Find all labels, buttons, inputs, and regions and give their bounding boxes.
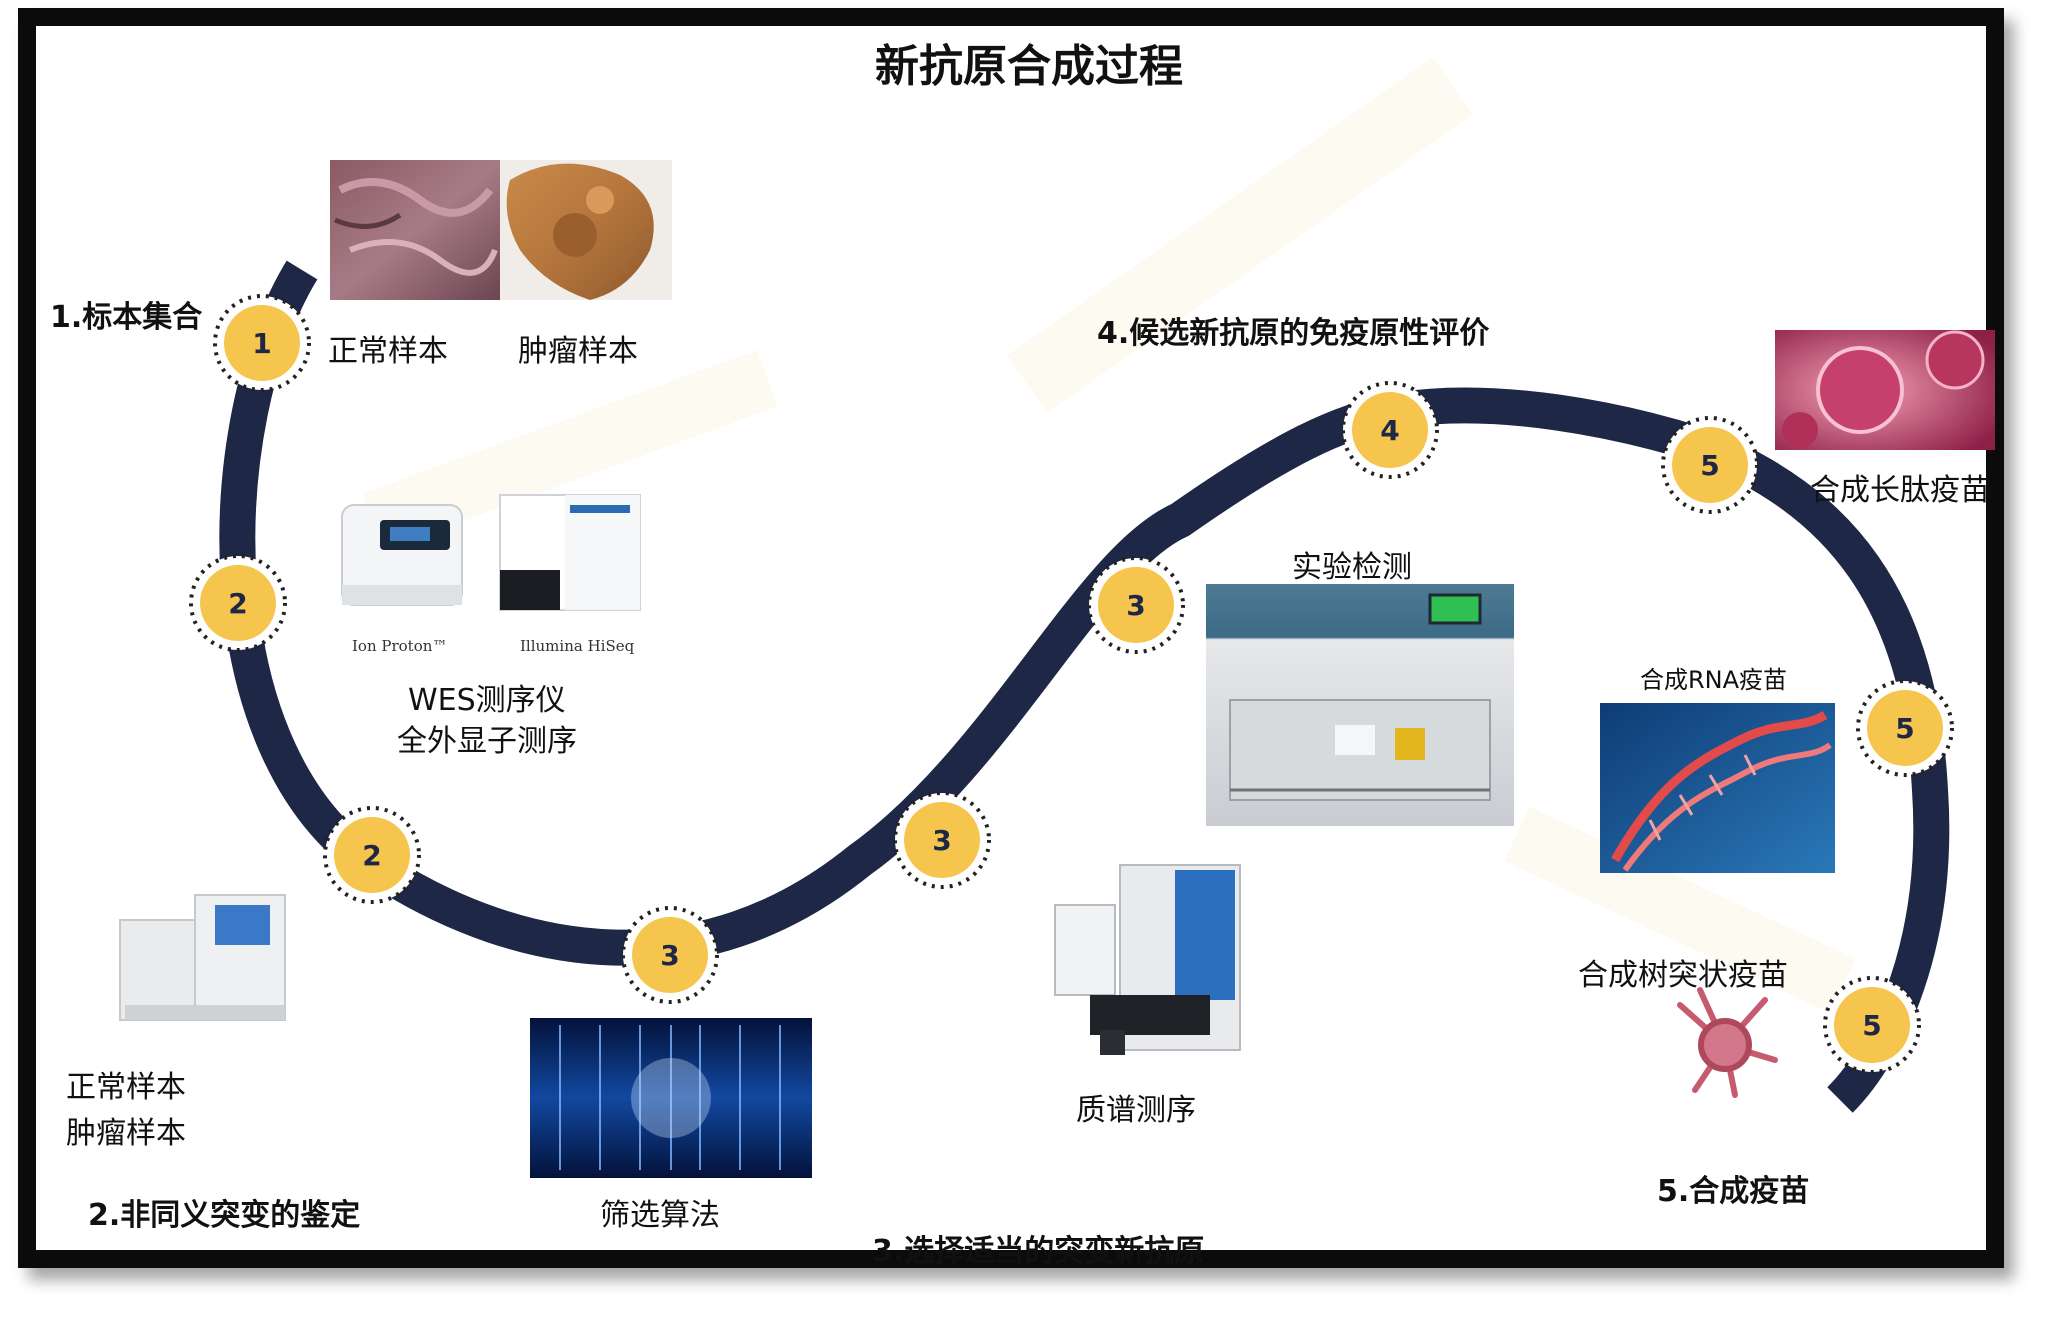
- marker-number: 2: [228, 587, 247, 620]
- illumina-hiseq-image: [499, 494, 641, 611]
- marker-number: 4: [1380, 414, 1399, 447]
- normal-tissue-image: [330, 160, 500, 300]
- marker-number: 3: [660, 939, 679, 972]
- step-marker-5: 3: [893, 791, 991, 889]
- long-peptide-vaccine-label: 合成长肽疫苗: [1810, 473, 1990, 508]
- screening-algorithm-image: [530, 1018, 812, 1178]
- dendritic-cell-image: [1677, 987, 1778, 1098]
- marker-number: 2: [362, 839, 381, 872]
- diagram-title: 新抗原合成过程: [875, 41, 1183, 92]
- lab-test-label: 实验检测: [1292, 550, 1412, 585]
- step-marker-1: 1: [213, 294, 311, 392]
- tumor-tissue-image: [500, 160, 672, 300]
- step-5-label: 5.合成疫苗: [1657, 1174, 1810, 1209]
- step-3-label: 3.选择适当的突变新抗原: [872, 1234, 1205, 1269]
- dendritic-vaccine-label: 合成树突状疫苗: [1578, 958, 1788, 993]
- ion-proton-caption: Ion Proton™: [352, 637, 448, 655]
- marker-number: 1: [252, 327, 271, 360]
- rna-vaccine-label: 合成RNA疫苗: [1640, 666, 1788, 694]
- marker-disc: [1672, 427, 1748, 503]
- marker-disc: [632, 917, 708, 993]
- step-marker-7: 4: [1341, 381, 1439, 479]
- wes-sequencer-label: WES测序仪: [408, 683, 566, 718]
- tumor-sample-label: 肿瘤样本: [518, 334, 638, 369]
- marker-number: 5: [1700, 449, 1719, 482]
- mass-spectrometer-image: [1054, 864, 1241, 1055]
- watermark: [362, 57, 1856, 1014]
- marker-disc: [1352, 392, 1428, 468]
- step-marker-2: 2: [189, 554, 287, 652]
- marker-number: 3: [1126, 589, 1145, 622]
- marker-disc: [334, 817, 410, 893]
- step-4-label: 4.候选新抗原的免疫原性评价: [1097, 316, 1490, 351]
- long-peptide-vaccine-image: [1775, 330, 1995, 450]
- normal-sample-label-2: 正常样本: [66, 1070, 186, 1105]
- step-marker-6: 3: [1087, 556, 1185, 654]
- step-marker-9: 5: [1856, 679, 1954, 777]
- marker-disc: [1098, 567, 1174, 643]
- marker-disc: [1834, 987, 1910, 1063]
- marker-disc: [224, 305, 300, 381]
- marker-number: 5: [1895, 712, 1914, 745]
- ion-proton-image: [341, 504, 463, 606]
- step-marker-10: 5: [1823, 976, 1921, 1074]
- illumina-caption: Illumina HiSeq: [520, 637, 635, 655]
- screening-algorithm-label: 筛选算法: [600, 1198, 720, 1233]
- lab-hood-image: [1206, 584, 1514, 826]
- rna-vaccine-image: [1600, 703, 1835, 873]
- step-marker-4: 3: [621, 906, 719, 1004]
- step-1-label: 1.标本集合: [50, 300, 203, 335]
- marker-number: 3: [932, 824, 951, 857]
- whole-exome-label: 全外显子测序: [397, 724, 577, 759]
- step-2-label: 2.非同义突变的鉴定: [88, 1198, 361, 1233]
- marker-disc: [904, 802, 980, 878]
- step-marker-3: 2: [323, 806, 421, 904]
- normal-sample-label: 正常样本: [328, 334, 448, 369]
- step-marker-8: 5: [1661, 416, 1759, 514]
- marker-number: 5: [1862, 1009, 1881, 1042]
- marker-disc: [1867, 690, 1943, 766]
- tumor-sample-label-2: 肿瘤样本: [66, 1116, 186, 1151]
- mass-spec-label: 质谱测序: [1076, 1093, 1196, 1128]
- marker-disc: [200, 565, 276, 641]
- miseq-sequencer-image: [119, 894, 286, 1021]
